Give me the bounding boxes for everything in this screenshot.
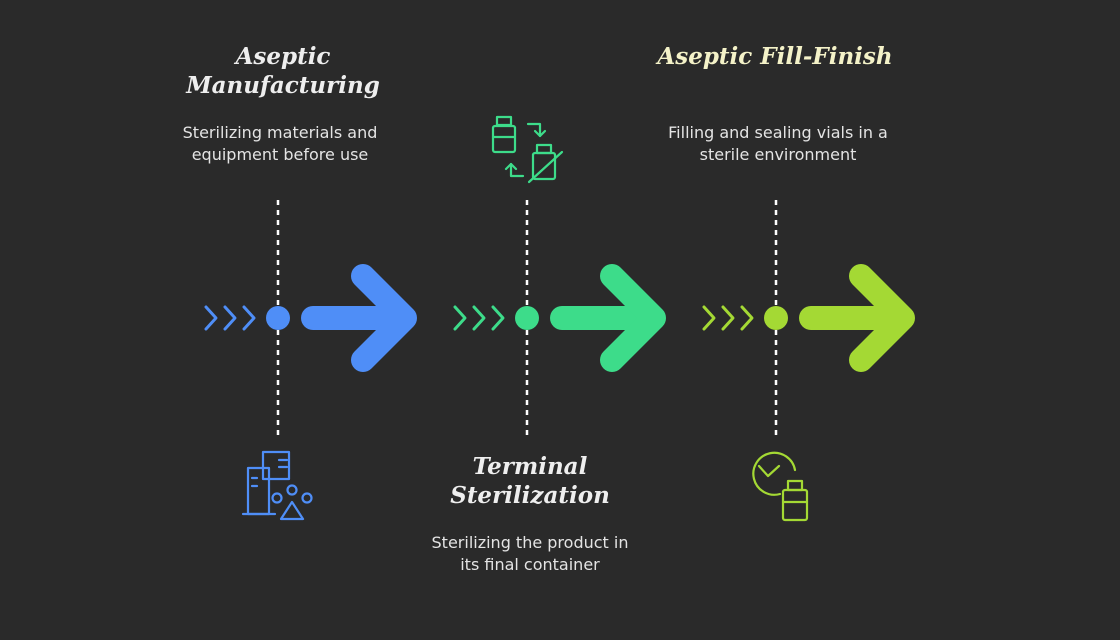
step-3-arrow	[799, 264, 915, 372]
step-1-chevrons	[204, 305, 256, 331]
step-1-description: Sterilizing materials and equipment befo…	[182, 123, 378, 164]
step-2-node	[515, 306, 539, 330]
step-3-graphics	[702, 200, 915, 522]
step-1-arrow	[301, 264, 417, 372]
step-3-node	[764, 306, 788, 330]
step-2-chevrons	[453, 305, 505, 331]
step-1-node	[266, 306, 290, 330]
building-and-particles-icon	[241, 450, 313, 521]
step-1-graphics	[204, 200, 417, 521]
step-2-arrow	[550, 264, 666, 372]
step-2-graphics	[453, 115, 666, 440]
clock-and-vial-icon	[752, 451, 809, 522]
step-2-description: Sterilizing the product in its final con…	[431, 533, 629, 574]
step-3-description: Filling and sealing vials in a sterile e…	[668, 123, 888, 164]
step-1-title: Aseptic Manufacturing	[186, 43, 380, 99]
step-3-chevrons	[702, 305, 754, 331]
step-2-title: Terminal Sterilization	[450, 453, 610, 509]
step-3-title: Aseptic Fill-Finish	[657, 43, 893, 70]
container-cycle-sterilize-icon	[491, 115, 564, 184]
